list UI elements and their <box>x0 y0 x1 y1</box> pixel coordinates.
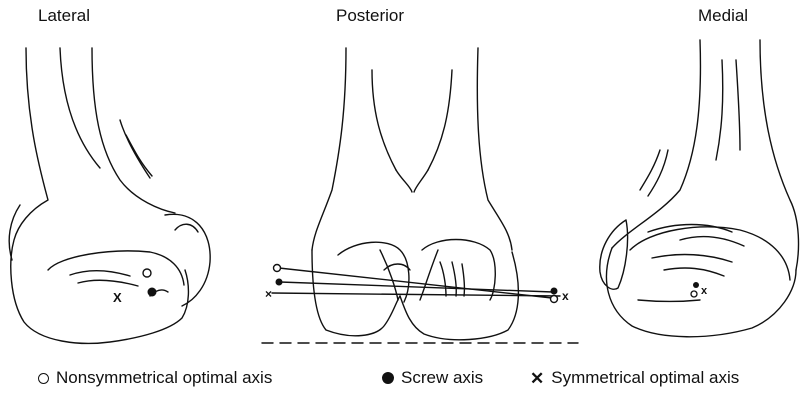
posterior-left-screw-marker <box>276 279 283 286</box>
posterior-left-nonsymmetrical-marker <box>274 265 281 272</box>
posterior-left-markers: × <box>265 265 283 302</box>
legend-label-symmetrical: Symmetrical optimal axis <box>551 368 739 388</box>
legend-item-nonsymmetrical: Nonsymmetrical optimal axis <box>38 368 272 388</box>
posterior-femur-drawing <box>312 48 518 340</box>
legend-item-symmetrical: ✕ Symmetrical optimal axis <box>530 368 739 388</box>
lateral-nonsymmetrical-marker <box>143 269 151 277</box>
legend-label-screw: Screw axis <box>401 368 483 388</box>
x-mark-icon: ✕ <box>530 370 544 387</box>
filled-circle-icon <box>382 372 394 384</box>
posterior-right-markers: x <box>551 288 570 304</box>
posterior-right-screw-marker <box>551 288 558 295</box>
lateral-femur-drawing <box>9 48 210 343</box>
medial-screw-marker <box>693 282 699 288</box>
posterior-right-symmetrical-marker: x <box>562 289 569 303</box>
open-circle-icon <box>38 373 49 384</box>
medial-femur-drawing <box>600 40 799 337</box>
legend-item-screw: Screw axis <box>382 368 483 388</box>
medial-nonsymmetrical-marker <box>691 291 697 297</box>
knee-diagram: X × x x <box>0 0 801 360</box>
lateral-symmetrical-marker: X <box>113 290 122 305</box>
legend-label-nonsymmetrical: Nonsymmetrical optimal axis <box>56 368 272 388</box>
posterior-left-symmetrical-marker: × <box>265 287 272 301</box>
lateral-screw-marker <box>148 288 157 297</box>
legend: Nonsymmetrical optimal axis Screw axis ✕… <box>0 368 801 394</box>
posterior-right-nonsymmetrical-marker <box>551 296 558 303</box>
medial-markers: x <box>691 282 708 297</box>
lateral-markers: X <box>113 269 157 305</box>
medial-symmetrical-marker: x <box>701 285 708 297</box>
